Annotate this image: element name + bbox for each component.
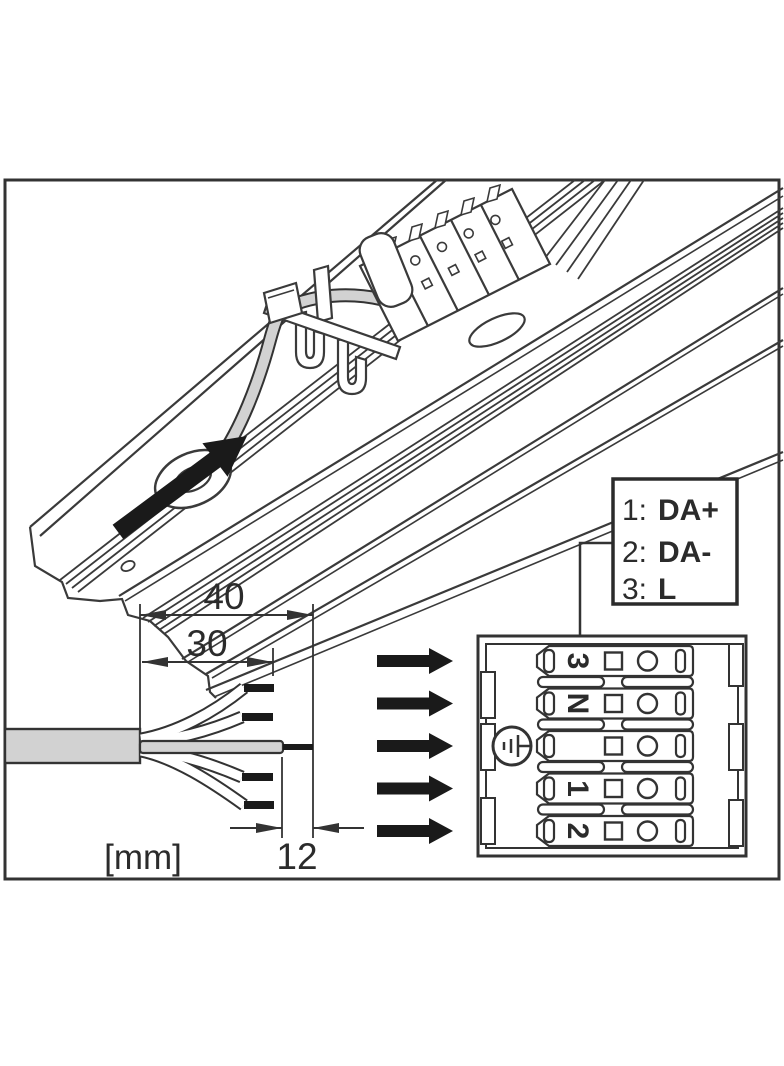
dim30-arrow-right [247,657,273,667]
casing-tabs [480,643,744,847]
stripping-diagram: 40 30 12 [mm] [3,576,364,877]
legend-val-3: L [658,573,676,606]
terminal-label-3: 3 [561,653,594,670]
wire-tips [242,684,313,809]
dimension-12: 12 [230,823,364,877]
middle-wire [138,739,285,755]
legend-line-2: 2: DA- [622,536,711,569]
right-arrow-icon [377,690,453,717]
connector-top-view: 3 N 1 [476,541,748,858]
dimension-30: 30 [142,623,273,667]
legend-num-1: 1: [622,494,647,527]
terminal-row-earth [535,729,695,763]
dimension-40: 40 [140,576,313,620]
cable-clip [262,264,402,396]
legend-num-2: 2: [622,536,647,569]
rail-illustration [28,179,784,699]
terminal-row-n: N [535,687,695,720]
legend-connector-line [578,541,613,637]
terminal-block-3d [358,183,552,348]
terminal-label-n: N [561,693,594,715]
legend-val-2: DA- [658,536,711,569]
protective-earth-icon [491,725,533,767]
dim-40-label: 40 [203,576,244,617]
clip-strap [262,299,402,361]
dim-12-label: 12 [276,836,317,877]
right-arrow-icon [377,648,453,674]
dim12-arrow-left [256,823,282,833]
dim30-arrow-left [142,657,168,667]
direction-arrow-icon [112,436,247,540]
legend-line-1: 1: DA+ [622,494,719,527]
terminal-label-2: 2 [561,823,594,840]
terminal-row-2: 2 [535,814,695,848]
dim40-arrow-right [287,610,313,620]
rail-mount-hole [120,560,136,572]
legend-val-1: DA+ [658,494,719,527]
clip-entry-box [262,281,304,325]
rail-end-cap [28,526,217,699]
right-arrow-icon [377,775,453,802]
diagram-frame [3,178,781,881]
legend-line-3: 3: L [622,573,676,606]
cable-sheath [3,727,142,765]
dim-30-label: 30 [186,623,227,664]
legend-box: 1: DA+ 2: DA- 3: L [611,477,739,606]
terminal-block-flap [358,232,414,308]
right-arrow-icon [377,733,453,759]
rail-oval-cutout [468,312,526,348]
unit-label: [mm] [104,838,182,877]
right-arrow-icon [377,818,453,844]
clip-post [312,264,334,324]
dim40-arrow-left [140,610,166,620]
terminal-row-3: 3 [535,644,695,678]
extension-lines [139,604,314,838]
rail-pin-lines [544,179,645,280]
terminal-label-1: 1 [561,780,594,797]
row-separator-strips [536,675,695,816]
clip-prong-right [336,336,368,396]
dim12-arrow-right [313,823,339,833]
flow-arrows [377,648,453,844]
terminal-row-1: 1 [535,772,695,805]
legend-num-3: 3: [622,573,647,606]
